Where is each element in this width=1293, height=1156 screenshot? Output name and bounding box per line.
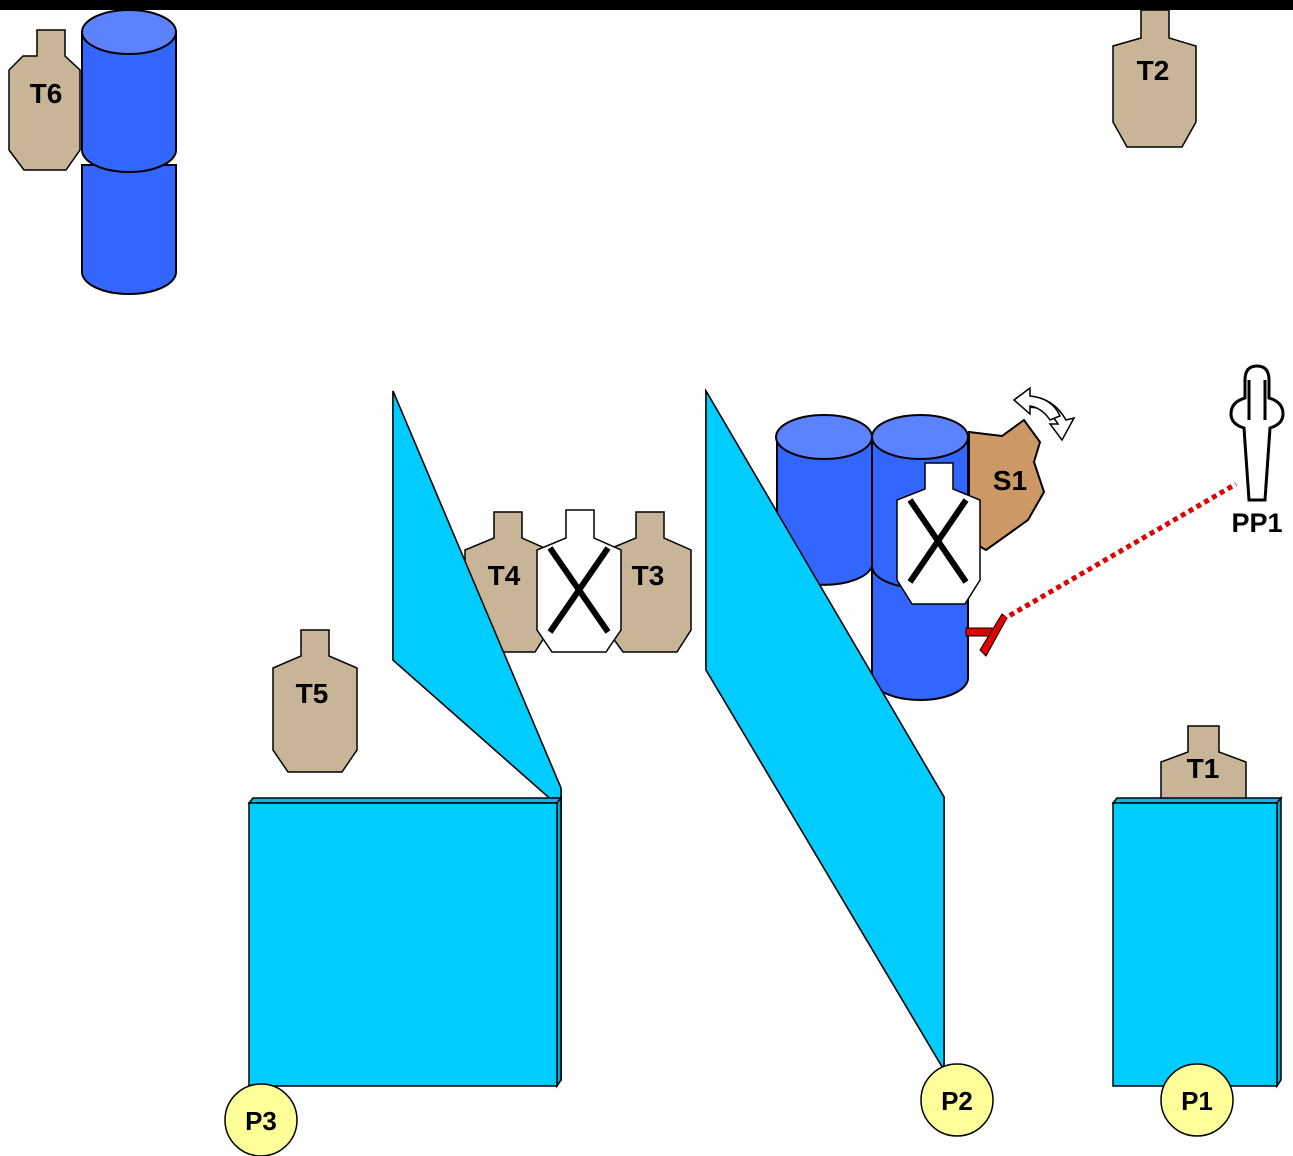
target-t5: T5	[272, 629, 358, 773]
target-t2: T2	[1112, 9, 1197, 148]
position-p1-label: P1	[1181, 1086, 1213, 1116]
no-shoot-barrels	[896, 462, 981, 605]
position-p2-label: P2	[941, 1086, 973, 1116]
position-p2: P2	[920, 1063, 994, 1137]
target-t2-label: T2	[1137, 55, 1170, 86]
target-t1-label: T1	[1187, 753, 1220, 784]
target-t6: T6	[8, 29, 81, 171]
top-border	[0, 0, 1293, 10]
target-t4-label: T4	[488, 560, 521, 591]
no-shoot-center	[536, 509, 622, 653]
pressure-pad-label: PP1	[1231, 508, 1282, 538]
target-t1: T1	[1160, 725, 1247, 801]
position-p1: P1	[1160, 1063, 1234, 1137]
barrel-stack-top-left	[81, 9, 177, 295]
target-t6-label: T6	[30, 78, 63, 109]
steel-s1-label: S1	[993, 465, 1027, 496]
wall-left-box	[247, 795, 563, 1089]
pressure-pad-pp1	[1229, 364, 1285, 502]
position-p3: P3	[224, 1083, 298, 1156]
target-t3: T3	[606, 511, 692, 653]
target-t5-label: T5	[296, 678, 329, 709]
position-p3-label: P3	[245, 1106, 277, 1136]
activation-line	[1000, 481, 1238, 623]
rotate-arrows-icon	[1012, 386, 1076, 442]
activator-arm	[965, 613, 1008, 657]
target-t3-label: T3	[632, 560, 665, 591]
wall-right-box	[1111, 795, 1283, 1089]
